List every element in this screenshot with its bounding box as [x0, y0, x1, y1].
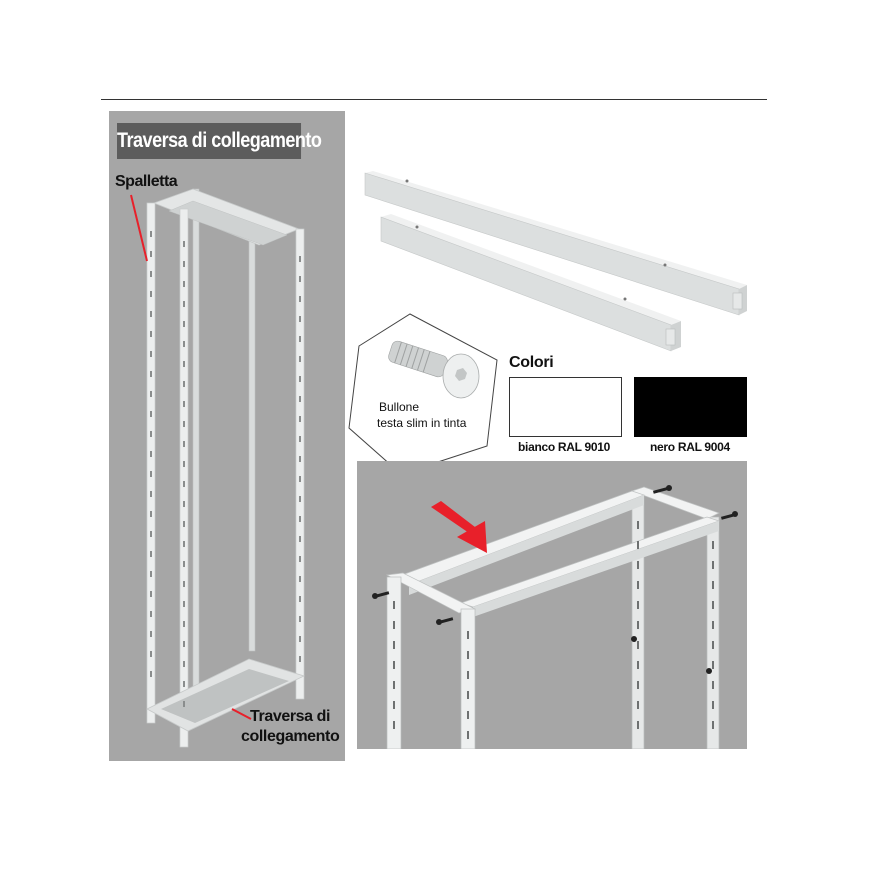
bolt-caption-line1: Bullone — [379, 400, 420, 414]
swatch-black — [634, 377, 747, 437]
crossbeams-illustration — [364, 171, 747, 352]
top-divider — [101, 99, 767, 100]
traversa-label-line1: Traversa di — [250, 708, 331, 725]
left-panel-title: Traversa di collegamento — [117, 123, 322, 159]
left-shelf-photo-panel: Traversa di collegamento Spalletta Trave… — [109, 111, 345, 761]
colors-title: Colori — [509, 354, 554, 371]
bolt-caption-line2: testa slim in tinta — [377, 416, 467, 430]
swatch-white — [509, 377, 622, 437]
bolt-hexagon-frame — [348, 313, 498, 475]
assembly-illustration — [372, 485, 738, 749]
upright-frame-illustration — [130, 188, 306, 748]
spalletta-label: Spalletta — [115, 173, 178, 190]
swatch-white-label: bianco RAL 9010 — [518, 440, 610, 454]
assembly-photo-panel — [357, 461, 747, 749]
swatch-black-label: nero RAL 9004 — [650, 440, 730, 454]
traversa-label-line2: collegamento — [241, 728, 340, 745]
